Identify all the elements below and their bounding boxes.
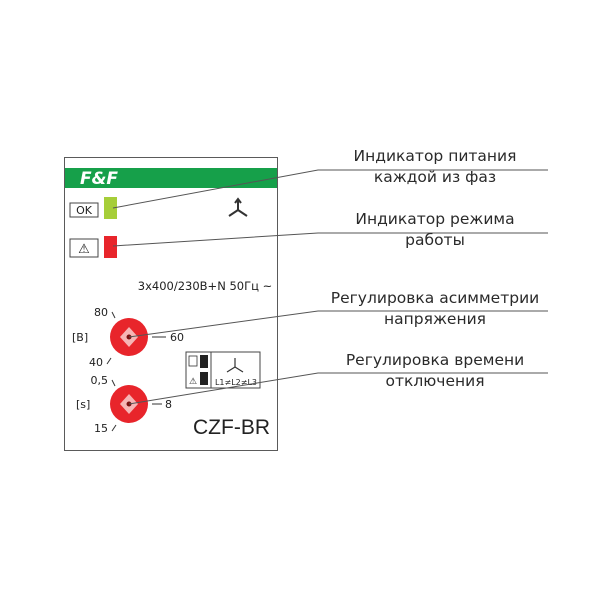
logo-text: F&F	[80, 169, 118, 189]
leader-line-power	[112, 169, 548, 209]
asymmetry-knob-unit: [B]	[72, 331, 88, 344]
leader-line-mode	[112, 232, 548, 247]
callout-text: Регулировка асимметрии	[330, 289, 540, 307]
callout-mode-indicator: Индикатор режима работы	[335, 210, 535, 249]
callout-text: каждой из фаз	[373, 167, 497, 186]
callout-text: работы	[405, 230, 465, 249]
callout-text: напряжения	[384, 309, 486, 328]
diagram-frame	[185, 351, 261, 389]
diagram-warning-icon: ⚠	[189, 377, 197, 387]
time-tick-max	[111, 379, 116, 387]
diagram-led-bottom	[200, 372, 208, 385]
leader-line-time	[128, 372, 548, 405]
power-indicator-led	[104, 197, 117, 219]
time-knob-max: 0,5	[91, 374, 109, 387]
callout-text: Индикатор питания	[353, 147, 517, 165]
asymmetry-knob-min: 40	[89, 356, 103, 369]
warning-icon: ⚠	[78, 242, 90, 257]
leader-line-asymmetry	[128, 310, 548, 338]
warning-label-box	[69, 238, 99, 258]
diagram-phase-label: L1≠L2≠L3	[215, 378, 257, 387]
diagram-led-top	[200, 355, 208, 368]
time-knob-mid: 8	[165, 398, 172, 411]
alarm-indicator-led	[104, 236, 117, 258]
three-phase-star-icon	[228, 197, 248, 217]
logo-badge	[74, 168, 126, 188]
voltage-rating: 3x400/230B+N 50Гц ~	[138, 279, 272, 293]
asymmetry-tick-max	[111, 311, 116, 319]
asymmetry-knob-mid: 60	[170, 331, 184, 344]
ok-label-box	[69, 202, 99, 218]
diagram-star-icon	[226, 358, 244, 373]
callout-leader-lines	[112, 169, 548, 405]
ok-label: OK	[76, 204, 93, 217]
model-label: CZF-BR	[193, 416, 270, 439]
callout-time-adjust: Регулировка времени отключения	[335, 351, 535, 390]
asymmetry-tick-min	[106, 357, 112, 365]
asymmetry-knob-max: 80	[94, 306, 108, 319]
status-wiring-diagram: ⚠ L1≠L2≠L3	[185, 351, 261, 389]
time-tick-min	[111, 424, 117, 432]
callout-text: Регулировка времени	[345, 351, 525, 369]
device-front-panel	[64, 157, 278, 451]
diagram-ok-box	[188, 355, 198, 367]
time-knob-min: 15	[94, 422, 108, 435]
callout-asymmetry-adjust: Регулировка асимметрии напряжения	[327, 289, 543, 328]
callout-text: отключения	[385, 371, 485, 390]
time-knob-unit: [s]	[76, 398, 90, 411]
callout-text: Индикатор режима	[355, 210, 515, 228]
ff-logo: F&F	[65, 168, 277, 189]
callout-power-indicator: Индикатор питания каждой из фаз	[335, 147, 535, 186]
